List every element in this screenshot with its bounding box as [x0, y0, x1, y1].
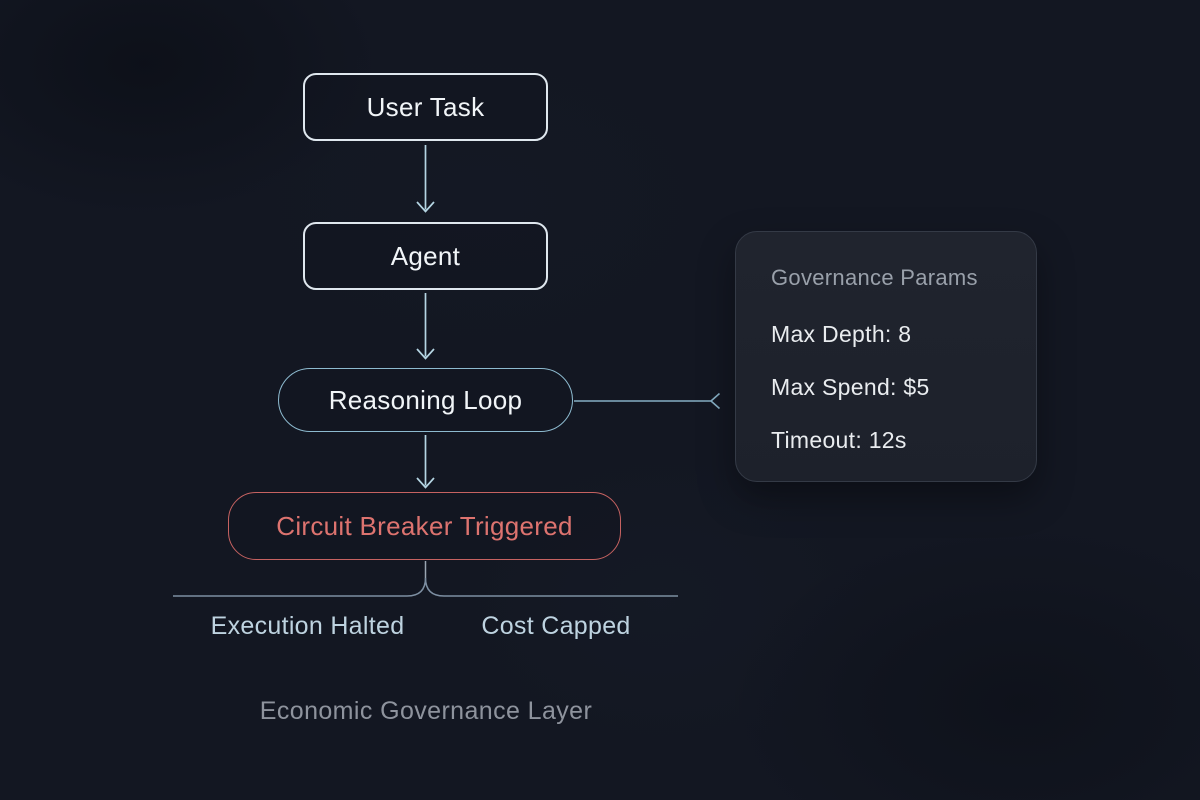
connector-panel-arrowhead — [709, 392, 721, 410]
node-user-task: User Task — [303, 73, 548, 141]
panel-param-max-depth: Max Depth: 8 — [771, 321, 912, 347]
panel-title: Governance Params — [771, 265, 978, 290]
node-reasoning-loop: Reasoning Loop — [278, 368, 573, 432]
panel-param-max-spend: Max Spend: $5 — [771, 374, 930, 400]
outcome-cost-capped: Cost Capped — [481, 612, 631, 640]
node-circuit-breaker: Circuit Breaker Triggered — [228, 492, 621, 560]
governance-params-panel: Governance Params Max Depth: 8 Max Spend… — [735, 231, 1037, 482]
bracket-left-branch — [173, 577, 427, 597]
arrow-user-task-to-agent-head — [416, 201, 435, 213]
diagram-caption: Economic Governance Layer — [259, 697, 593, 725]
panel-param-timeout: Timeout: 12s — [771, 427, 907, 453]
arrow-agent-to-reasoning-loop-head — [416, 348, 435, 360]
bracket-right-branch — [424, 577, 678, 597]
node-agent: Agent — [303, 222, 548, 290]
arrow-reasoning-loop-to-breaker-head — [416, 477, 435, 489]
outcome-execution-halted: Execution Halted — [210, 612, 405, 640]
